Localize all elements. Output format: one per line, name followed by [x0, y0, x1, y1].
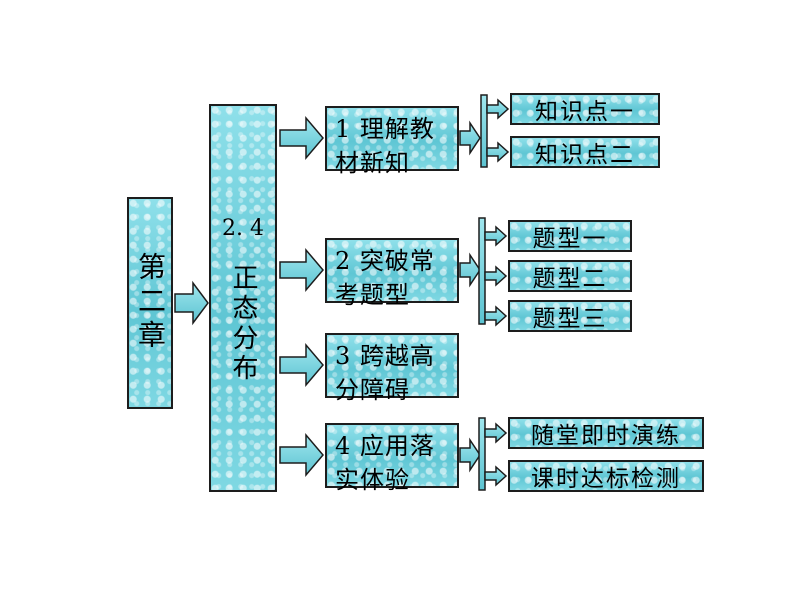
sub-box-2-2: 题型二: [508, 260, 632, 292]
arrow-to-sub-2-3: [484, 305, 508, 327]
section-title: 正态分布: [228, 264, 258, 384]
sub-label-2-1: 题型一: [532, 226, 608, 252]
sub-label-4-2: 课时达标检测: [531, 466, 681, 492]
arrow-to-sub-1-1: [486, 98, 510, 120]
bracket-part-4: [478, 417, 486, 491]
part-box-4: 4 应用落 实体验: [325, 423, 459, 494]
bracket-part-2: [478, 217, 486, 325]
part-4-line2: 实体验: [335, 466, 410, 494]
sub-box-2-3: 题型三: [508, 300, 632, 332]
part-3-line1: 3 跨越高: [335, 342, 435, 370]
part-1-line1: 1 理解教: [335, 115, 435, 143]
sub-label-2-3: 题型三: [532, 306, 608, 332]
sub-label-4-1: 随堂即时演练: [531, 423, 681, 449]
arrow-to-sub-4-1: [484, 422, 508, 444]
part-2-line2: 考题型: [335, 281, 410, 309]
sub-box-1-2: 知识点二: [510, 136, 660, 168]
arrow-to-sub-2-2: [484, 265, 508, 287]
sub-box-4-1: 随堂即时演练: [508, 417, 704, 449]
arrow-part-1-to-bracket: [459, 120, 481, 156]
sub-label-1-1: 知识点一: [535, 99, 635, 125]
chapter-label: 第二章: [134, 252, 167, 354]
sub-label-1-2: 知识点二: [535, 142, 635, 168]
arrow-to-sub-4-2: [484, 465, 508, 487]
part-4-line1: 4 应用落: [335, 432, 435, 460]
arrow-section-to-part-1: [279, 115, 324, 161]
arrow-part-2-to-bracket: [459, 252, 481, 288]
section-box: 2. 4 正态分布: [209, 104, 277, 492]
sub-label-2-2: 题型二: [532, 266, 608, 292]
part-box-3: 3 跨越高 分障碍: [325, 333, 459, 404]
arrow-to-sub-2-1: [484, 225, 508, 247]
sub-box-1-1: 知识点一: [510, 93, 660, 125]
arrow-section-to-part-4: [279, 432, 324, 478]
sub-box-4-2: 课时达标检测: [508, 460, 704, 492]
chapter-box: 第二章: [127, 197, 173, 409]
part-box-2: 2 突破常 考题型: [325, 238, 459, 309]
arrow-section-to-part-2: [279, 247, 324, 293]
arrow-to-sub-1-2: [486, 141, 510, 163]
part-1-line2: 材新知: [335, 149, 410, 177]
arrow-chapter-to-section: [174, 280, 209, 326]
section-number: 2. 4: [222, 216, 264, 241]
arrow-section-to-part-3: [279, 342, 324, 388]
part-box-1: 1 理解教 材新知: [325, 106, 459, 177]
bracket-part-1: [480, 94, 488, 168]
part-3-line2: 分障碍: [335, 376, 410, 404]
part-2-line1: 2 突破常: [335, 247, 435, 275]
sub-box-2-1: 题型一: [508, 220, 632, 252]
arrow-part-4-to-bracket: [459, 437, 481, 473]
